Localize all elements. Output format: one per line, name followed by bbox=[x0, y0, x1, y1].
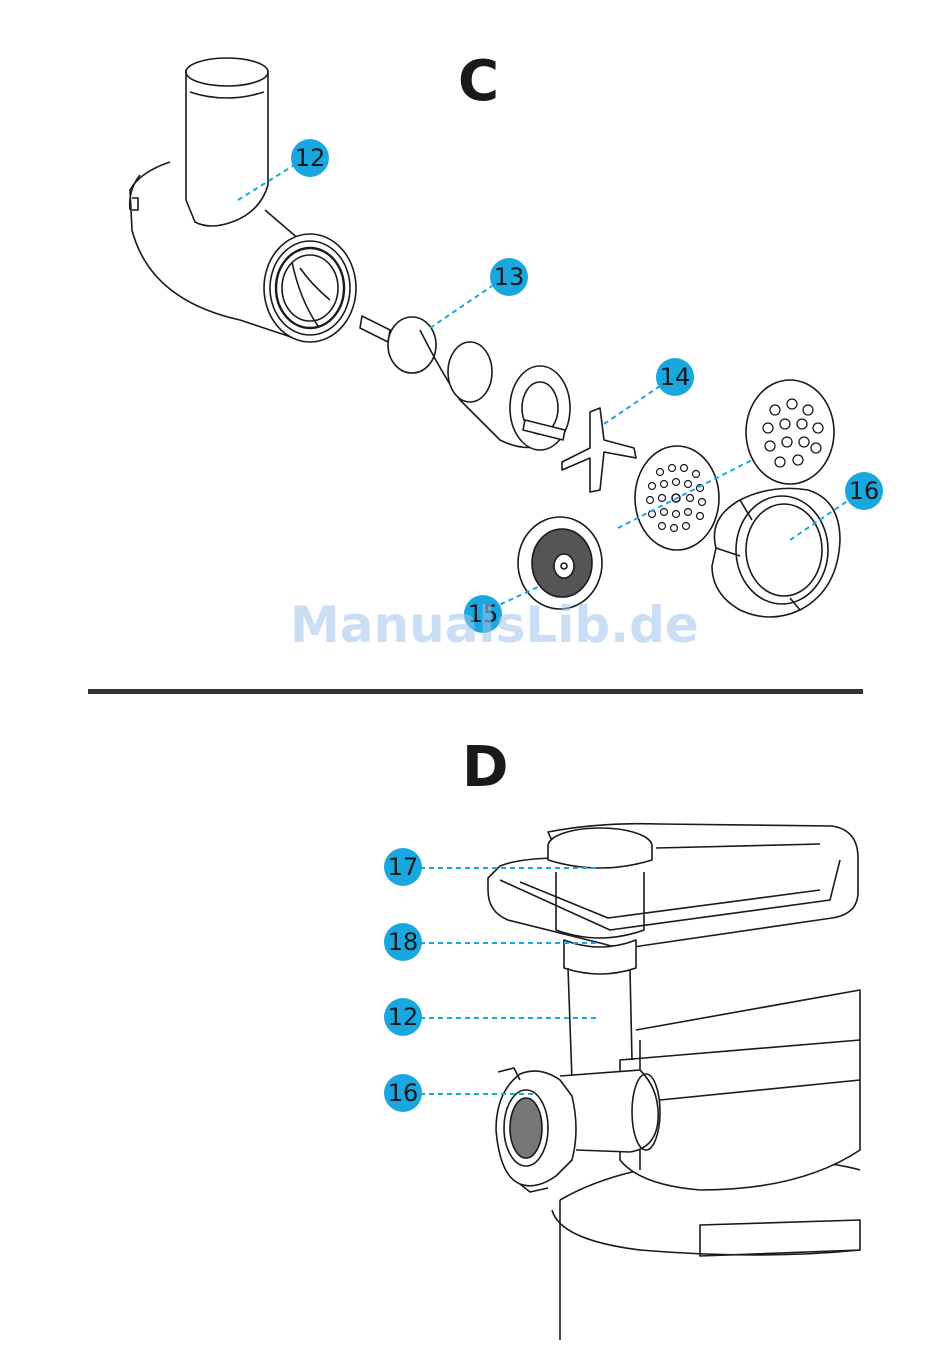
callout-label-d-12: 12 bbox=[388, 1003, 419, 1031]
callout-badge-c-13: 13 bbox=[490, 258, 528, 296]
callout-badge-d-12: 12 bbox=[384, 998, 422, 1036]
callout-label-c-12: 12 bbox=[295, 144, 326, 172]
leader-c-13 bbox=[430, 286, 492, 328]
auger-drawing bbox=[360, 316, 570, 450]
cross-blade-drawing bbox=[562, 408, 636, 492]
callout-label-c-16: 16 bbox=[849, 477, 880, 505]
callout-label-d-18: 18 bbox=[388, 928, 419, 956]
coarse-plate-drawing bbox=[746, 380, 834, 484]
leader-c-14 bbox=[604, 386, 660, 424]
callout-label-d-16: 16 bbox=[388, 1079, 419, 1107]
callout-badge-d-16: 16 bbox=[384, 1074, 422, 1112]
assembled-grinder-drawing-d bbox=[488, 824, 860, 1340]
locking-ring-drawing bbox=[712, 488, 840, 617]
callout-badge-d-17: 17 bbox=[384, 848, 422, 886]
watermark: ManualsLib.de bbox=[290, 596, 699, 654]
callout-label-d-17: 17 bbox=[388, 853, 419, 881]
callout-label-c-13: 13 bbox=[494, 263, 525, 291]
callout-badge-d-18: 18 bbox=[384, 923, 422, 961]
grinder-housing-drawing bbox=[130, 58, 356, 342]
section-divider bbox=[88, 689, 863, 694]
callout-badge-c-14: 14 bbox=[656, 358, 694, 396]
callout-label-c-14: 14 bbox=[660, 363, 691, 391]
callout-badge-c-16: 16 bbox=[845, 472, 883, 510]
callout-badge-c-12: 12 bbox=[291, 139, 329, 177]
